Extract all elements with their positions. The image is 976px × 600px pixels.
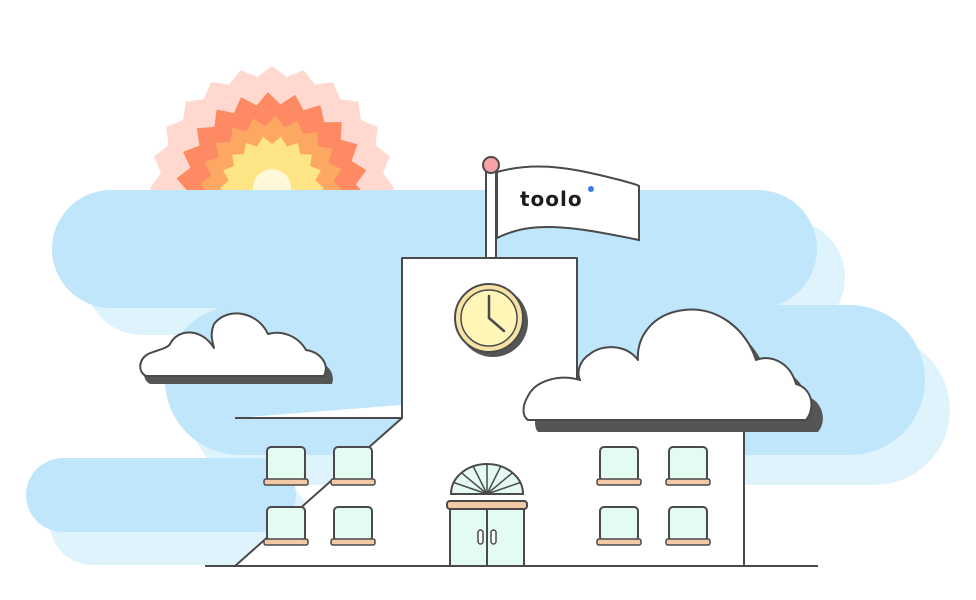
window-glass <box>668 506 708 542</box>
window <box>263 446 309 486</box>
window-glass <box>266 446 306 482</box>
cloud-right <box>522 308 813 421</box>
flag-pole <box>485 169 497 259</box>
cloud-left <box>139 312 327 377</box>
fanlight-spoke <box>453 481 488 495</box>
window <box>596 506 642 546</box>
window <box>263 506 309 546</box>
clock-hour-hand <box>487 316 506 333</box>
window-glass <box>266 506 306 542</box>
cloud-icon-left <box>139 312 333 384</box>
window-glass <box>668 446 708 482</box>
window <box>330 446 376 486</box>
window-sill <box>665 478 711 486</box>
door-fanlight-spokes <box>453 464 521 495</box>
fanlight-spoke <box>486 465 502 495</box>
window-glass <box>333 446 373 482</box>
flag-cloth <box>496 165 640 242</box>
cloud-icon-right <box>522 308 823 432</box>
window <box>665 506 711 546</box>
fanlight-spoke <box>461 472 488 495</box>
window-sill <box>263 538 309 546</box>
window <box>596 446 642 486</box>
flag-brand-text: toolo <box>520 187 583 211</box>
window-sill <box>263 478 309 486</box>
fanlight-spoke <box>486 472 513 495</box>
flag-pole-finial <box>482 156 500 174</box>
door-handle-left <box>477 529 484 545</box>
flag-icon: toolo <box>482 156 640 259</box>
sky-band-bottom <box>26 458 296 532</box>
window-glass <box>333 506 373 542</box>
fanlight-spoke <box>486 481 521 495</box>
flag-brand-dot <box>588 186 594 192</box>
door-handle-right <box>490 529 497 545</box>
windows <box>263 446 711 546</box>
door-lintel <box>446 500 528 510</box>
window-sill <box>596 478 642 486</box>
window-sill <box>330 478 376 486</box>
fanlight-spoke <box>472 465 488 495</box>
front-door <box>446 463 528 567</box>
window-glass <box>599 446 639 482</box>
window-glass <box>599 506 639 542</box>
window <box>665 446 711 486</box>
window-sill <box>330 538 376 546</box>
clock-icon <box>454 283 528 357</box>
window-sill <box>665 538 711 546</box>
window <box>330 506 376 546</box>
window-sill <box>596 538 642 546</box>
